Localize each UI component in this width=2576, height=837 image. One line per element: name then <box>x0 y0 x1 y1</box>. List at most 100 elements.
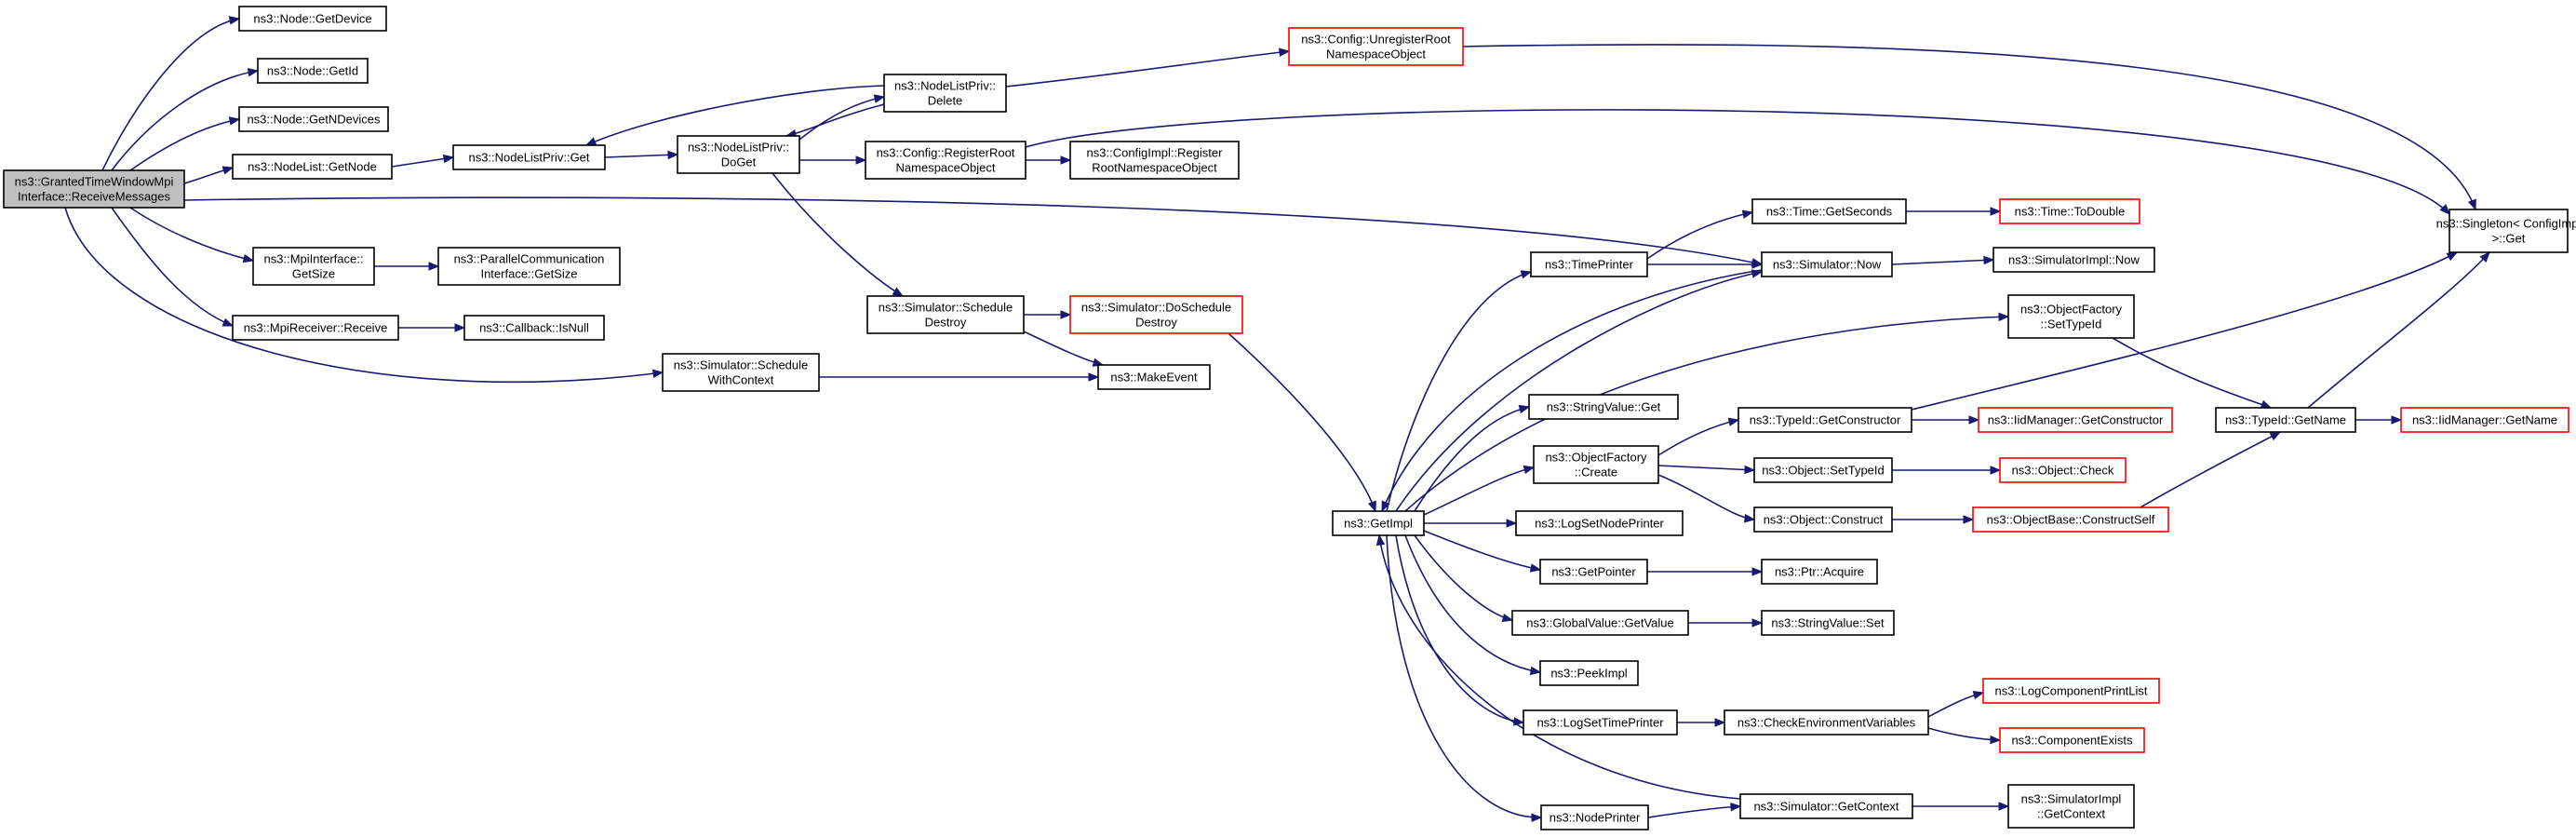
node-singleton-get[interactable]: ns3::Singleton< ConfigImpl >::Get <box>2436 209 2576 253</box>
node-checkenvvars[interactable]: ns3::CheckEnvironmentVariables <box>1724 709 1929 736</box>
node-globalvalue-getvalue[interactable]: ns3::GlobalValue::GetValue <box>1511 610 1689 636</box>
edge-nodelistpriv_delete-to-nodelistpriv_doget <box>785 103 885 139</box>
node-label: ns3::LogSetNodePrinter <box>1535 517 1664 531</box>
node-object-check[interactable]: ns3::Object::Check <box>1999 457 2127 483</box>
node-label: ns3::SimulatorImpl::Now <box>2008 253 2140 267</box>
edge-getimpl-to-stringvalue_get <box>1414 404 1531 512</box>
node-label: ns3::GrantedTimeWindowMpi <box>15 175 174 189</box>
node-peekimpl[interactable]: ns3::PeekImpl <box>1539 660 1639 686</box>
node-time-todouble[interactable]: ns3::Time::ToDouble <box>1999 198 2140 224</box>
arrowhead <box>1501 613 1514 623</box>
edge-nodelistpriv_delete-to-config_unregisterroot <box>1005 47 1291 88</box>
node-ptr-acquire[interactable]: ns3::Ptr::Acquire <box>1761 559 1878 585</box>
node-box <box>1999 457 2127 483</box>
edge-objectfactory_create-to-object_settypeid <box>1657 465 1756 475</box>
edge-objectfactory_create-to-object_construct <box>1657 474 1756 523</box>
node-box <box>238 6 387 32</box>
node-objectfactory-create[interactable]: ns3::ObjectFactory::Create <box>1533 445 1659 484</box>
node-simimpl-now[interactable]: ns3::SimulatorImpl::Now <box>1992 247 2155 273</box>
node-node-getid[interactable]: ns3::Node::GetId <box>257 58 369 84</box>
node-parallel-getsize[interactable]: ns3::ParallelCommunicationInterface::Get… <box>437 247 621 286</box>
edge-config_registerroot-to-singleton_get <box>1025 109 2450 215</box>
node-box <box>1288 27 1464 66</box>
node-nodeprinter[interactable]: ns3::NodePrinter <box>1540 804 1649 830</box>
node-typeid-getname[interactable]: ns3::TypeId::GetName <box>2215 407 2356 433</box>
node-objectbase-constructself[interactable]: ns3::ObjectBase::ConstructSelf <box>1972 506 2169 533</box>
edge-getimpl-to-logsettimeprinter <box>1395 534 1525 726</box>
node-label: ns3::LogSetTimePrinter <box>1536 716 1664 730</box>
node-logsettimeprinter[interactable]: ns3::LogSetTimePrinter <box>1523 709 1678 736</box>
node-box <box>1761 559 1878 585</box>
node-nodelistpriv-get[interactable]: ns3::NodeListPriv::Get <box>452 144 606 170</box>
edge-nodelistpriv_get-to-nodelistpriv_doget <box>604 150 679 160</box>
node-label: ns3::GetImpl <box>1344 517 1413 531</box>
node-label: ns3::Node::GetNDevices <box>247 113 381 127</box>
edge-nodelist_getnode-to-nodelistpriv_get <box>391 154 455 168</box>
node-configimpl-registerroot[interactable]: ns3::ConfigImpl::RegisterRootNamespaceOb… <box>1069 141 1240 180</box>
edge-getimpl-to-peekimpl <box>1404 534 1542 676</box>
arrowhead <box>1983 255 1995 265</box>
node-box <box>1528 394 1679 420</box>
node-iidmanager-getname[interactable]: ns3::IidManager::GetName <box>2400 407 2569 433</box>
node-simulator-now[interactable]: ns3::Simulator::Now <box>1761 251 1893 277</box>
node-logsetnodeprinter[interactable]: ns3::LogSetNodePrinter <box>1515 510 1684 536</box>
arrowhead <box>1523 465 1536 475</box>
node-node-getdevice[interactable]: ns3::Node::GetDevice <box>238 6 387 32</box>
node-typeid-getconstructor[interactable]: ns3::TypeId::GetConstructor <box>1737 407 1912 433</box>
node-box <box>1540 804 1649 830</box>
node-getimpl[interactable]: ns3::GetImpl <box>1332 510 1425 536</box>
node-label: ns3::Simulator::Schedule <box>674 358 809 372</box>
node-stringvalue-set[interactable]: ns3::StringValue::Set <box>1761 610 1895 636</box>
node-simulator-getcontext[interactable]: ns3::Simulator::GetContext <box>1739 793 1913 819</box>
node-nodelist-getnode[interactable]: ns3::NodeList::GetNode <box>232 154 393 180</box>
arrowhead <box>667 150 679 160</box>
node-logcomponentprintlist[interactable]: ns3::LogComponentPrintList <box>1982 678 2160 704</box>
node-makeevent[interactable]: ns3::MakeEvent <box>1097 364 1211 390</box>
node-getpointer[interactable]: ns3::GetPointer <box>1539 559 1648 585</box>
edge-nodeprinter-to-simulator_getcontext <box>1647 802 1742 818</box>
node-nodelistpriv-delete[interactable]: ns3::NodeListPriv::Delete <box>883 74 1007 113</box>
node-box <box>1737 407 1912 433</box>
node-box <box>1751 198 1907 224</box>
arrowhead <box>651 369 664 379</box>
arrowhead <box>2446 251 2459 262</box>
node-node-getndevices[interactable]: ns3::Node::GetNDevices <box>238 106 389 132</box>
node-componentexists[interactable]: ns3::ComponentExists <box>1999 727 2145 753</box>
node-callback-isnull[interactable]: ns3::Callback::IsNull <box>463 315 605 341</box>
arrowhead <box>228 116 241 126</box>
node-label: ns3::PeekImpl <box>1550 667 1627 681</box>
node-simimpl-getcontext[interactable]: ns3::SimulatorImpl::GetContext <box>2007 784 2135 829</box>
arrowhead <box>228 16 241 25</box>
node-mpi-getsize[interactable]: ns3::MpiInterface::GetSize <box>252 247 375 286</box>
node-label: ns3::Time::GetSeconds <box>1766 205 1893 219</box>
arrowhead <box>1529 563 1542 573</box>
node-object-construct[interactable]: ns3::Object::Construct <box>1753 506 1893 533</box>
node-timeprinter[interactable]: ns3::TimePrinter <box>1530 251 1648 277</box>
arrowhead <box>2467 198 2476 211</box>
edge-globalvalue_getvalue-to-stringvalue_set <box>1688 618 1764 628</box>
node-box <box>452 144 606 170</box>
node-object-settypeid[interactable]: ns3::Object::SetTypeId <box>1753 457 1893 483</box>
node-label: ns3::Simulator::GetContext <box>1753 800 1898 814</box>
node-label: ns3::ComponentExists <box>2011 734 2133 748</box>
node-box <box>1523 709 1678 736</box>
node-label: ns3::MakeEvent <box>1110 371 1198 385</box>
node-label: NamespaceObject <box>896 161 996 175</box>
node-time-getseconds[interactable]: ns3::Time::GetSeconds <box>1751 198 1907 224</box>
node-label: ns3::Callback::IsNull <box>479 321 589 335</box>
node-nodelistpriv-doget[interactable]: ns3::NodeListPriv::DoGet <box>677 135 800 174</box>
node-iidmanager-getconstructor[interactable]: ns3::IidManager::GetConstructor <box>1978 407 2173 433</box>
node-config-unregisterroot[interactable]: ns3::Config::UnregisterRootNamespaceObje… <box>1288 27 1464 66</box>
arrowhead <box>454 323 466 332</box>
node-label: Interface::GetSize <box>480 267 577 281</box>
node-mpireceiver-receive[interactable]: ns3::MpiReceiver::Receive <box>232 315 399 341</box>
node-root[interactable]: ns3::GrantedTimeWindowMpiInterface::Rece… <box>3 169 185 209</box>
edge-mpi_getsize-to-parallel_getsize <box>374 262 440 271</box>
node-objectfactory-settypeid[interactable]: ns3::ObjectFactory::SetTypeId <box>2007 294 2135 339</box>
node-stringvalue-get[interactable]: ns3::StringValue::Get <box>1528 394 1679 420</box>
edge-checkenvvars-to-logcomponentprintlist <box>1927 690 1985 718</box>
